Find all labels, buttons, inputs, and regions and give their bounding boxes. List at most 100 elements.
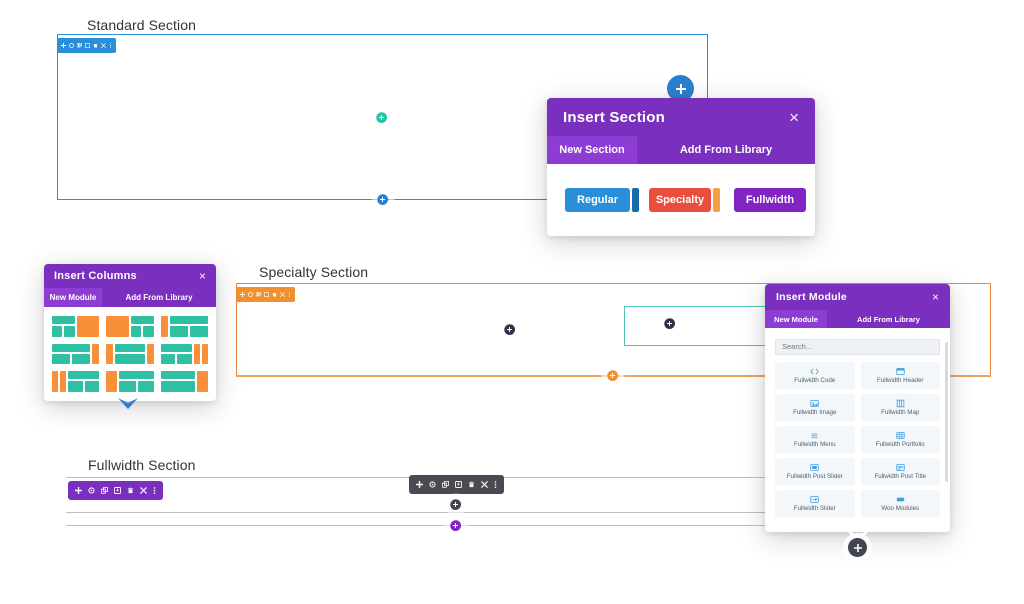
module-fullwidth-header[interactable]: Fullwidth Header <box>860 361 940 389</box>
fullwidth-section-divider <box>66 512 948 513</box>
insert-section-header: Insert Section × <box>547 98 815 136</box>
module-fullwidth-map[interactable]: Fullwidth Map <box>860 393 940 421</box>
insert-module-panel[interactable]: Insert Module × New Module Add From Libr… <box>765 284 950 532</box>
column-layout-option[interactable] <box>160 343 208 365</box>
add-module-navy-right[interactable] <box>664 318 675 329</box>
add-row-dark[interactable] <box>450 499 461 510</box>
duplicate-icon[interactable] <box>101 487 108 494</box>
save-to-library-icon[interactable] <box>455 481 462 488</box>
insert-section-tabs: New Section Add From Library <box>547 136 815 164</box>
module-woo-modules[interactable]: Woo Modules <box>860 489 940 517</box>
duplicate-icon[interactable] <box>77 43 82 48</box>
column-layout-option[interactable] <box>106 371 154 392</box>
gear-icon[interactable] <box>248 292 253 297</box>
fullwidth-section-bottom-line <box>66 525 948 526</box>
column-layout-option[interactable] <box>106 343 154 365</box>
module-fullwidth-portfolio[interactable]: Fullwidth Portfolio <box>860 425 940 453</box>
add-section-blue-divider[interactable] <box>377 194 388 205</box>
insert-module-body: Fullwidth Code Fullwidth Header Fullwidt… <box>765 328 950 532</box>
insert-section-title: Insert Section <box>563 108 665 126</box>
module-label: Fullwidth Post Slider <box>786 472 843 480</box>
tab-add-from-library[interactable]: Add From Library <box>125 293 193 302</box>
plus-icon[interactable] <box>75 487 82 494</box>
module-list-scrollbar[interactable] <box>945 342 948 482</box>
module-fullwidth-slider[interactable]: Fullwidth Slider <box>775 489 855 517</box>
gear-icon[interactable] <box>429 481 436 488</box>
search-input[interactable] <box>775 338 940 355</box>
plus-icon <box>453 502 458 507</box>
specialty-section-toolbar[interactable] <box>236 287 295 302</box>
column-layout-option[interactable] <box>52 316 100 337</box>
module-fullwidth-post-title[interactable]: Fullwidth Post Title <box>860 457 940 485</box>
close-icon[interactable] <box>280 292 285 297</box>
insert-columns-tabs: New Module Add From Library <box>44 288 216 307</box>
fullwidth-row-toolbar[interactable] <box>409 475 504 494</box>
more-options-icon[interactable] <box>288 292 291 297</box>
column-layout-option[interactable] <box>160 371 208 392</box>
trash-icon[interactable] <box>468 481 475 488</box>
column-layout-option[interactable] <box>160 316 208 337</box>
insert-section-body: Regular Specialty Fullwidth <box>547 164 815 236</box>
add-module-dark-bottom[interactable] <box>848 538 867 557</box>
add-section-purple[interactable] <box>450 520 461 531</box>
close-icon[interactable]: × <box>198 269 206 283</box>
column-layout-option[interactable] <box>52 371 100 392</box>
more-options-icon[interactable] <box>494 481 497 488</box>
trash-icon[interactable] <box>127 487 134 494</box>
duplicate-icon[interactable] <box>256 292 261 297</box>
duplicate-icon[interactable] <box>442 481 449 488</box>
insert-module-header: Insert Module × <box>765 284 950 310</box>
insert-section-panel[interactable]: Insert Section × New Section Add From Li… <box>547 98 815 236</box>
specialty-section-edge <box>713 188 720 212</box>
add-section-orange[interactable] <box>607 370 618 381</box>
module-fullwidth-image[interactable]: Fullwidth Image <box>775 393 855 421</box>
add-module-teal[interactable] <box>376 112 387 123</box>
page-title-standard-section: Standard Section <box>87 17 197 33</box>
save-to-library-icon[interactable] <box>85 43 90 48</box>
tab-new-section[interactable]: New Section <box>547 136 637 164</box>
trash-icon[interactable] <box>93 43 98 48</box>
close-icon[interactable] <box>140 487 147 494</box>
plus-icon <box>380 197 385 202</box>
plus-icon[interactable] <box>240 292 245 297</box>
module-label: Fullwidth Code <box>794 376 836 384</box>
column-layout-option[interactable] <box>52 343 100 365</box>
image-icon <box>810 399 819 408</box>
close-icon[interactable]: × <box>789 107 799 127</box>
insert-columns-panel[interactable]: Insert Columns × New Module Add From Lib… <box>44 264 216 401</box>
insert-module-tabs: New Module Add From Library <box>765 310 950 328</box>
regular-section-button[interactable]: Regular <box>565 188 630 212</box>
more-options-icon[interactable] <box>109 43 112 48</box>
module-fullwidth-code[interactable]: Fullwidth Code <box>775 361 855 389</box>
module-label: Fullwidth Portfolio <box>875 440 925 448</box>
plus-icon[interactable] <box>416 481 423 488</box>
plus-icon[interactable] <box>61 43 66 48</box>
more-options-icon[interactable] <box>153 487 156 494</box>
add-section-blue-top[interactable] <box>667 75 694 102</box>
save-to-library-icon[interactable] <box>264 292 269 297</box>
close-icon[interactable] <box>481 481 488 488</box>
tab-new-module[interactable]: New Module <box>44 288 102 307</box>
tab-new-module[interactable]: New Module <box>765 310 827 328</box>
close-icon[interactable]: × <box>931 290 939 304</box>
module-fullwidth-menu[interactable]: Fullwidth Menu <box>775 425 855 453</box>
insert-columns-pointer <box>118 398 138 412</box>
fullwidth-section-toolbar[interactable] <box>68 481 163 500</box>
tab-add-from-library[interactable]: Add From Library <box>679 144 773 156</box>
trash-icon[interactable] <box>272 292 277 297</box>
specialty-section-button[interactable]: Specialty <box>649 188 711 212</box>
standard-section-toolbar[interactable] <box>57 38 116 53</box>
gear-icon[interactable] <box>69 43 74 48</box>
tab-add-from-library[interactable]: Add From Library <box>857 314 920 324</box>
fullwidth-section-button[interactable]: Fullwidth <box>734 188 806 212</box>
module-fullwidth-post-slider[interactable]: Fullwidth Post Slider <box>775 457 855 485</box>
save-to-library-icon[interactable] <box>114 487 121 494</box>
menu-icon <box>810 431 819 440</box>
add-module-navy-left[interactable] <box>504 324 515 335</box>
module-label: Fullwidth Map <box>881 408 920 416</box>
post-slider-icon <box>810 463 819 472</box>
gear-icon[interactable] <box>88 487 95 494</box>
page-title-specialty-section: Specialty Section <box>259 264 369 280</box>
close-icon[interactable] <box>101 43 106 48</box>
column-layout-option[interactable] <box>106 316 154 337</box>
